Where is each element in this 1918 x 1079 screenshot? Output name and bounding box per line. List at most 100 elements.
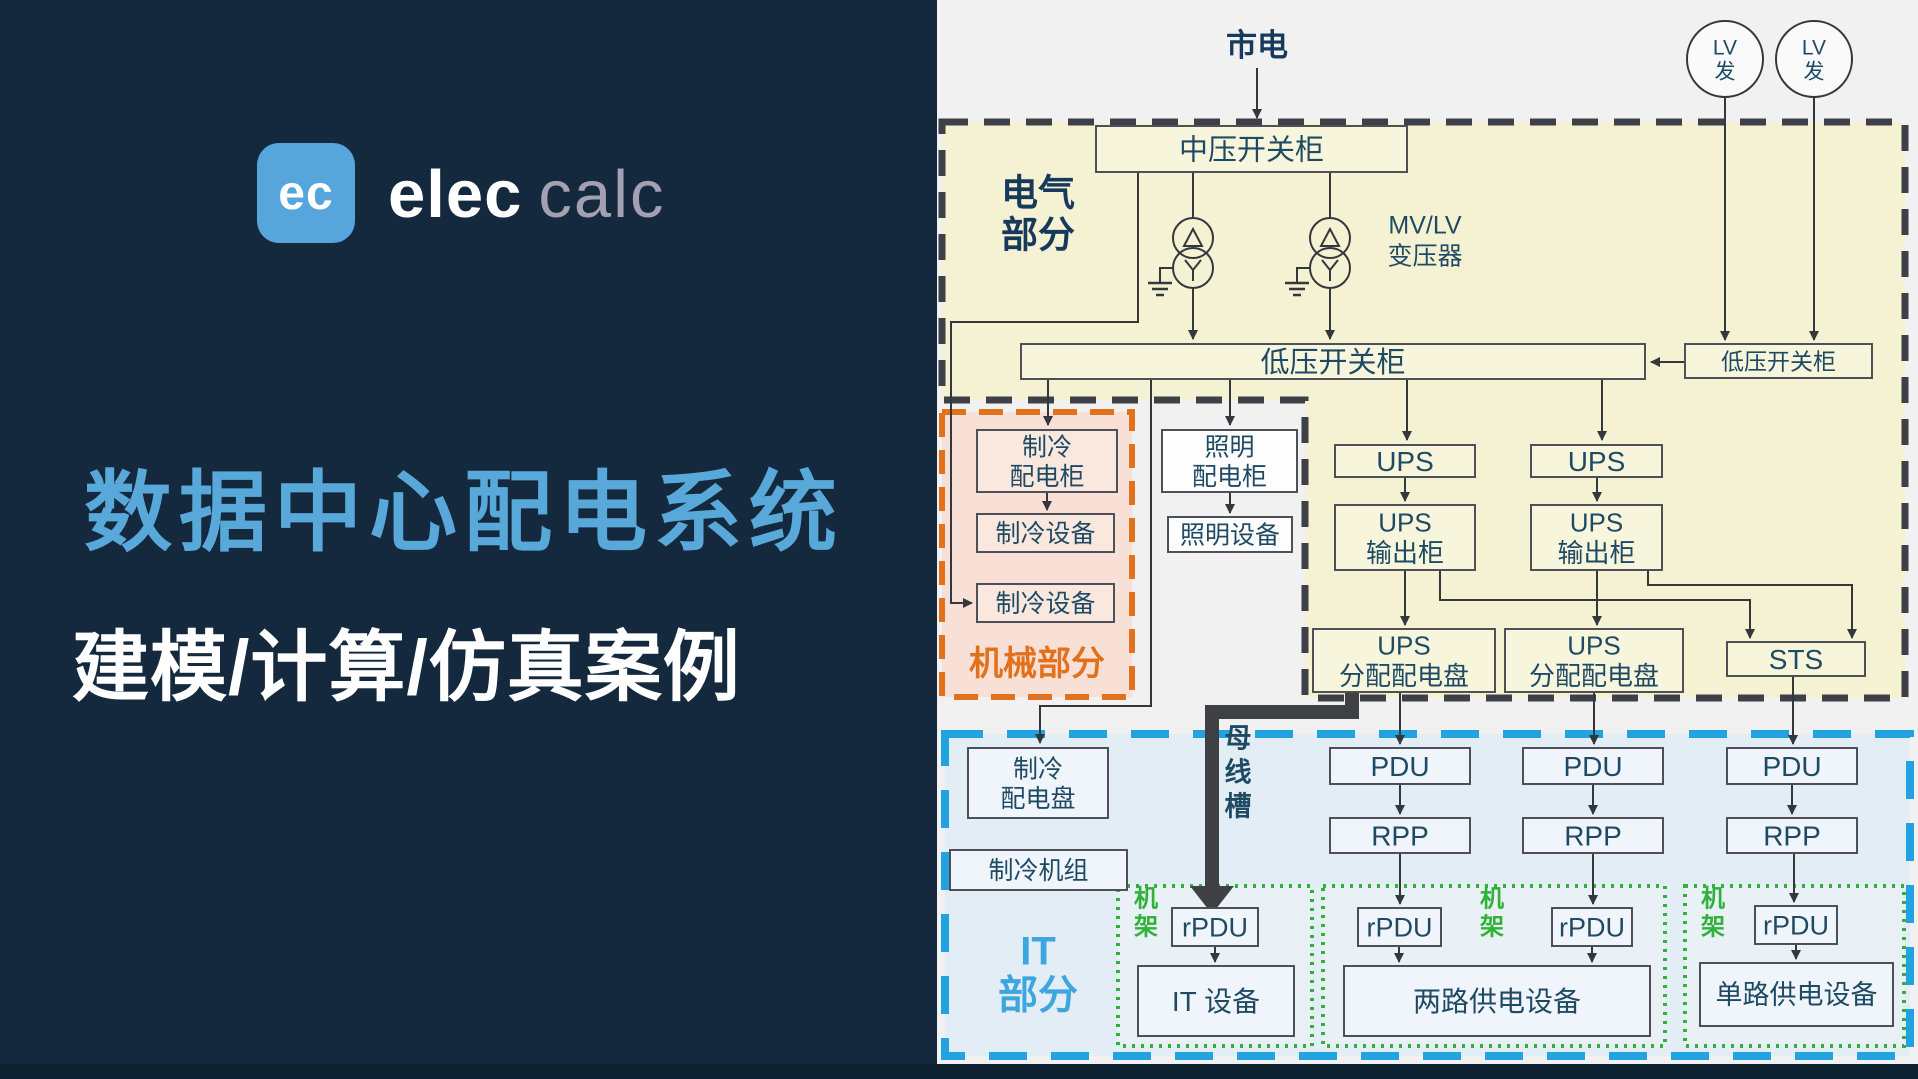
node-it-equipment: IT 设备	[1137, 965, 1295, 1037]
node-cooling-equipment-2: 制冷设备	[976, 583, 1115, 623]
node-lv-switchgear-main: 低压开关柜	[1020, 343, 1646, 380]
logo-ec-text: ec	[278, 166, 334, 220]
node-mv-switchgear: 中压开关柜	[1095, 125, 1408, 173]
node-rpp-1-box	[1329, 817, 1471, 854]
label-mechanical-section: 机械部分	[969, 645, 1105, 683]
label-utility-power: 市电	[1226, 28, 1288, 63]
node-cooling-equipment-1-label: 制冷设备	[995, 520, 1095, 548]
brand-wordmark: elec calc	[388, 156, 666, 242]
label-electrical-section: 电气部分	[1001, 172, 1075, 255]
edge-mv-to-cooling-eq2	[950, 172, 1139, 608]
node-rpp-3-label: RPP	[1763, 821, 1821, 852]
region-electrical	[938, 118, 1909, 702]
node-pdu-2: PDU	[1522, 747, 1664, 785]
node-it-equipment-box	[1137, 965, 1295, 1037]
transformer-2-ground-icon	[1285, 281, 1309, 297]
bottom-strip	[0, 1064, 1918, 1079]
node-rpp-1: RPP	[1329, 817, 1471, 854]
node-dual-feed-equipment-box	[1343, 965, 1651, 1037]
node-lighting-cabinet-label: 照明配电柜	[1192, 433, 1267, 491]
node-lv-switchgear-right-label: 低压开关柜	[1721, 348, 1836, 374]
node-cooling-cabinet-box	[976, 429, 1118, 493]
node-lighting-cabinet-box	[1161, 429, 1298, 493]
node-rpp-1-label: RPP	[1371, 821, 1429, 852]
transformer-2-primary-circle	[1309, 217, 1351, 259]
transformer-2-delta-icon	[1319, 226, 1341, 247]
node-pdu-1: PDU	[1329, 747, 1471, 785]
node-pdu-3-box	[1726, 747, 1858, 785]
busway-arrow	[1205, 692, 1359, 888]
node-pdu-3-label: PDU	[1762, 751, 1821, 782]
label-rack-3: 机架	[1701, 886, 1725, 941]
node-ups-1: UPS	[1334, 444, 1476, 478]
node-cooling-equipment-1: 制冷设备	[976, 513, 1115, 553]
node-rpp-3-box	[1726, 817, 1858, 854]
node-lv-switchgear-main-label: 低压开关柜	[1260, 346, 1405, 379]
node-sts: STS	[1726, 641, 1866, 677]
node-pdu-3: PDU	[1726, 747, 1858, 785]
node-ups-2-label: UPS	[1568, 446, 1626, 477]
node-rpp-3: RPP	[1726, 817, 1858, 854]
generator-1-circle	[1686, 20, 1764, 98]
node-rpdu-3-label: rPDU	[1559, 913, 1625, 943]
left-panel: ec elec calc 数据中心配电系统 建模/计算/仿真案例	[0, 0, 937, 1079]
node-mv-switchgear-box	[1095, 125, 1408, 173]
busway-arrow-head	[1190, 886, 1234, 914]
node-it-chiller: 制冷机组	[949, 849, 1128, 891]
brand-elec: elec	[388, 157, 523, 232]
node-mv-switchgear-label: 中压开关柜	[1179, 133, 1324, 166]
headline-title: 数据中心配电系统	[84, 463, 845, 562]
node-ups-2: UPS	[1530, 444, 1663, 478]
node-rpdu-1: rPDU	[1171, 907, 1259, 947]
label-rack-2: 机架	[1480, 886, 1504, 941]
node-dual-feed-equipment-label: 两路供电设备	[1413, 986, 1581, 1017]
node-sts-box	[1726, 641, 1866, 677]
node-lighting-equipment: 照明设备	[1167, 516, 1293, 553]
node-rpdu-2-label: rPDU	[1367, 913, 1433, 943]
transformer-1-ground-icon	[1148, 281, 1172, 297]
node-it-cooling-panel-box	[967, 747, 1109, 819]
node-cooling-equipment-2-box	[976, 583, 1115, 623]
node-rpdu-1-box	[1171, 907, 1259, 947]
transformer-1-wye-icon	[1184, 259, 1202, 281]
generator-2-circle	[1775, 20, 1853, 98]
label-rack-1: 机架	[1134, 886, 1158, 941]
node-cooling-equipment-2-label: 制冷设备	[995, 590, 1095, 618]
node-lighting-cabinet: 照明配电柜	[1161, 429, 1298, 493]
node-rpdu-2-box	[1357, 907, 1442, 947]
node-cooling-cabinet-label: 制冷配电柜	[1009, 433, 1084, 491]
transformer-2-ground-lead	[1296, 267, 1311, 283]
headline-subtitle: 建模/计算/仿真案例	[72, 625, 741, 711]
node-it-chiller-label: 制冷机组	[988, 857, 1088, 885]
node-rpp-2-box	[1522, 817, 1664, 854]
node-cooling-cabinet: 制冷配电柜	[976, 429, 1118, 493]
node-single-feed-equipment-box	[1699, 962, 1894, 1027]
node-pdu-1-label: PDU	[1370, 751, 1429, 782]
node-lighting-equipment-label: 照明设备	[1180, 522, 1280, 550]
edge-lv-to-it-cooling	[1035, 379, 1152, 744]
node-lighting-equipment-box	[1167, 516, 1293, 553]
node-ups-dist-2-box	[1504, 628, 1684, 693]
node-rpdu-4: rPDU	[1754, 905, 1838, 945]
node-rpdu-1-label: rPDU	[1182, 913, 1248, 943]
node-pdu-1-box	[1329, 747, 1471, 785]
node-rpp-2-label: RPP	[1564, 821, 1622, 852]
label-busway: 母线槽	[1225, 724, 1252, 822]
node-rpp-2: RPP	[1522, 817, 1664, 854]
transformer-1	[1148, 217, 1214, 297]
